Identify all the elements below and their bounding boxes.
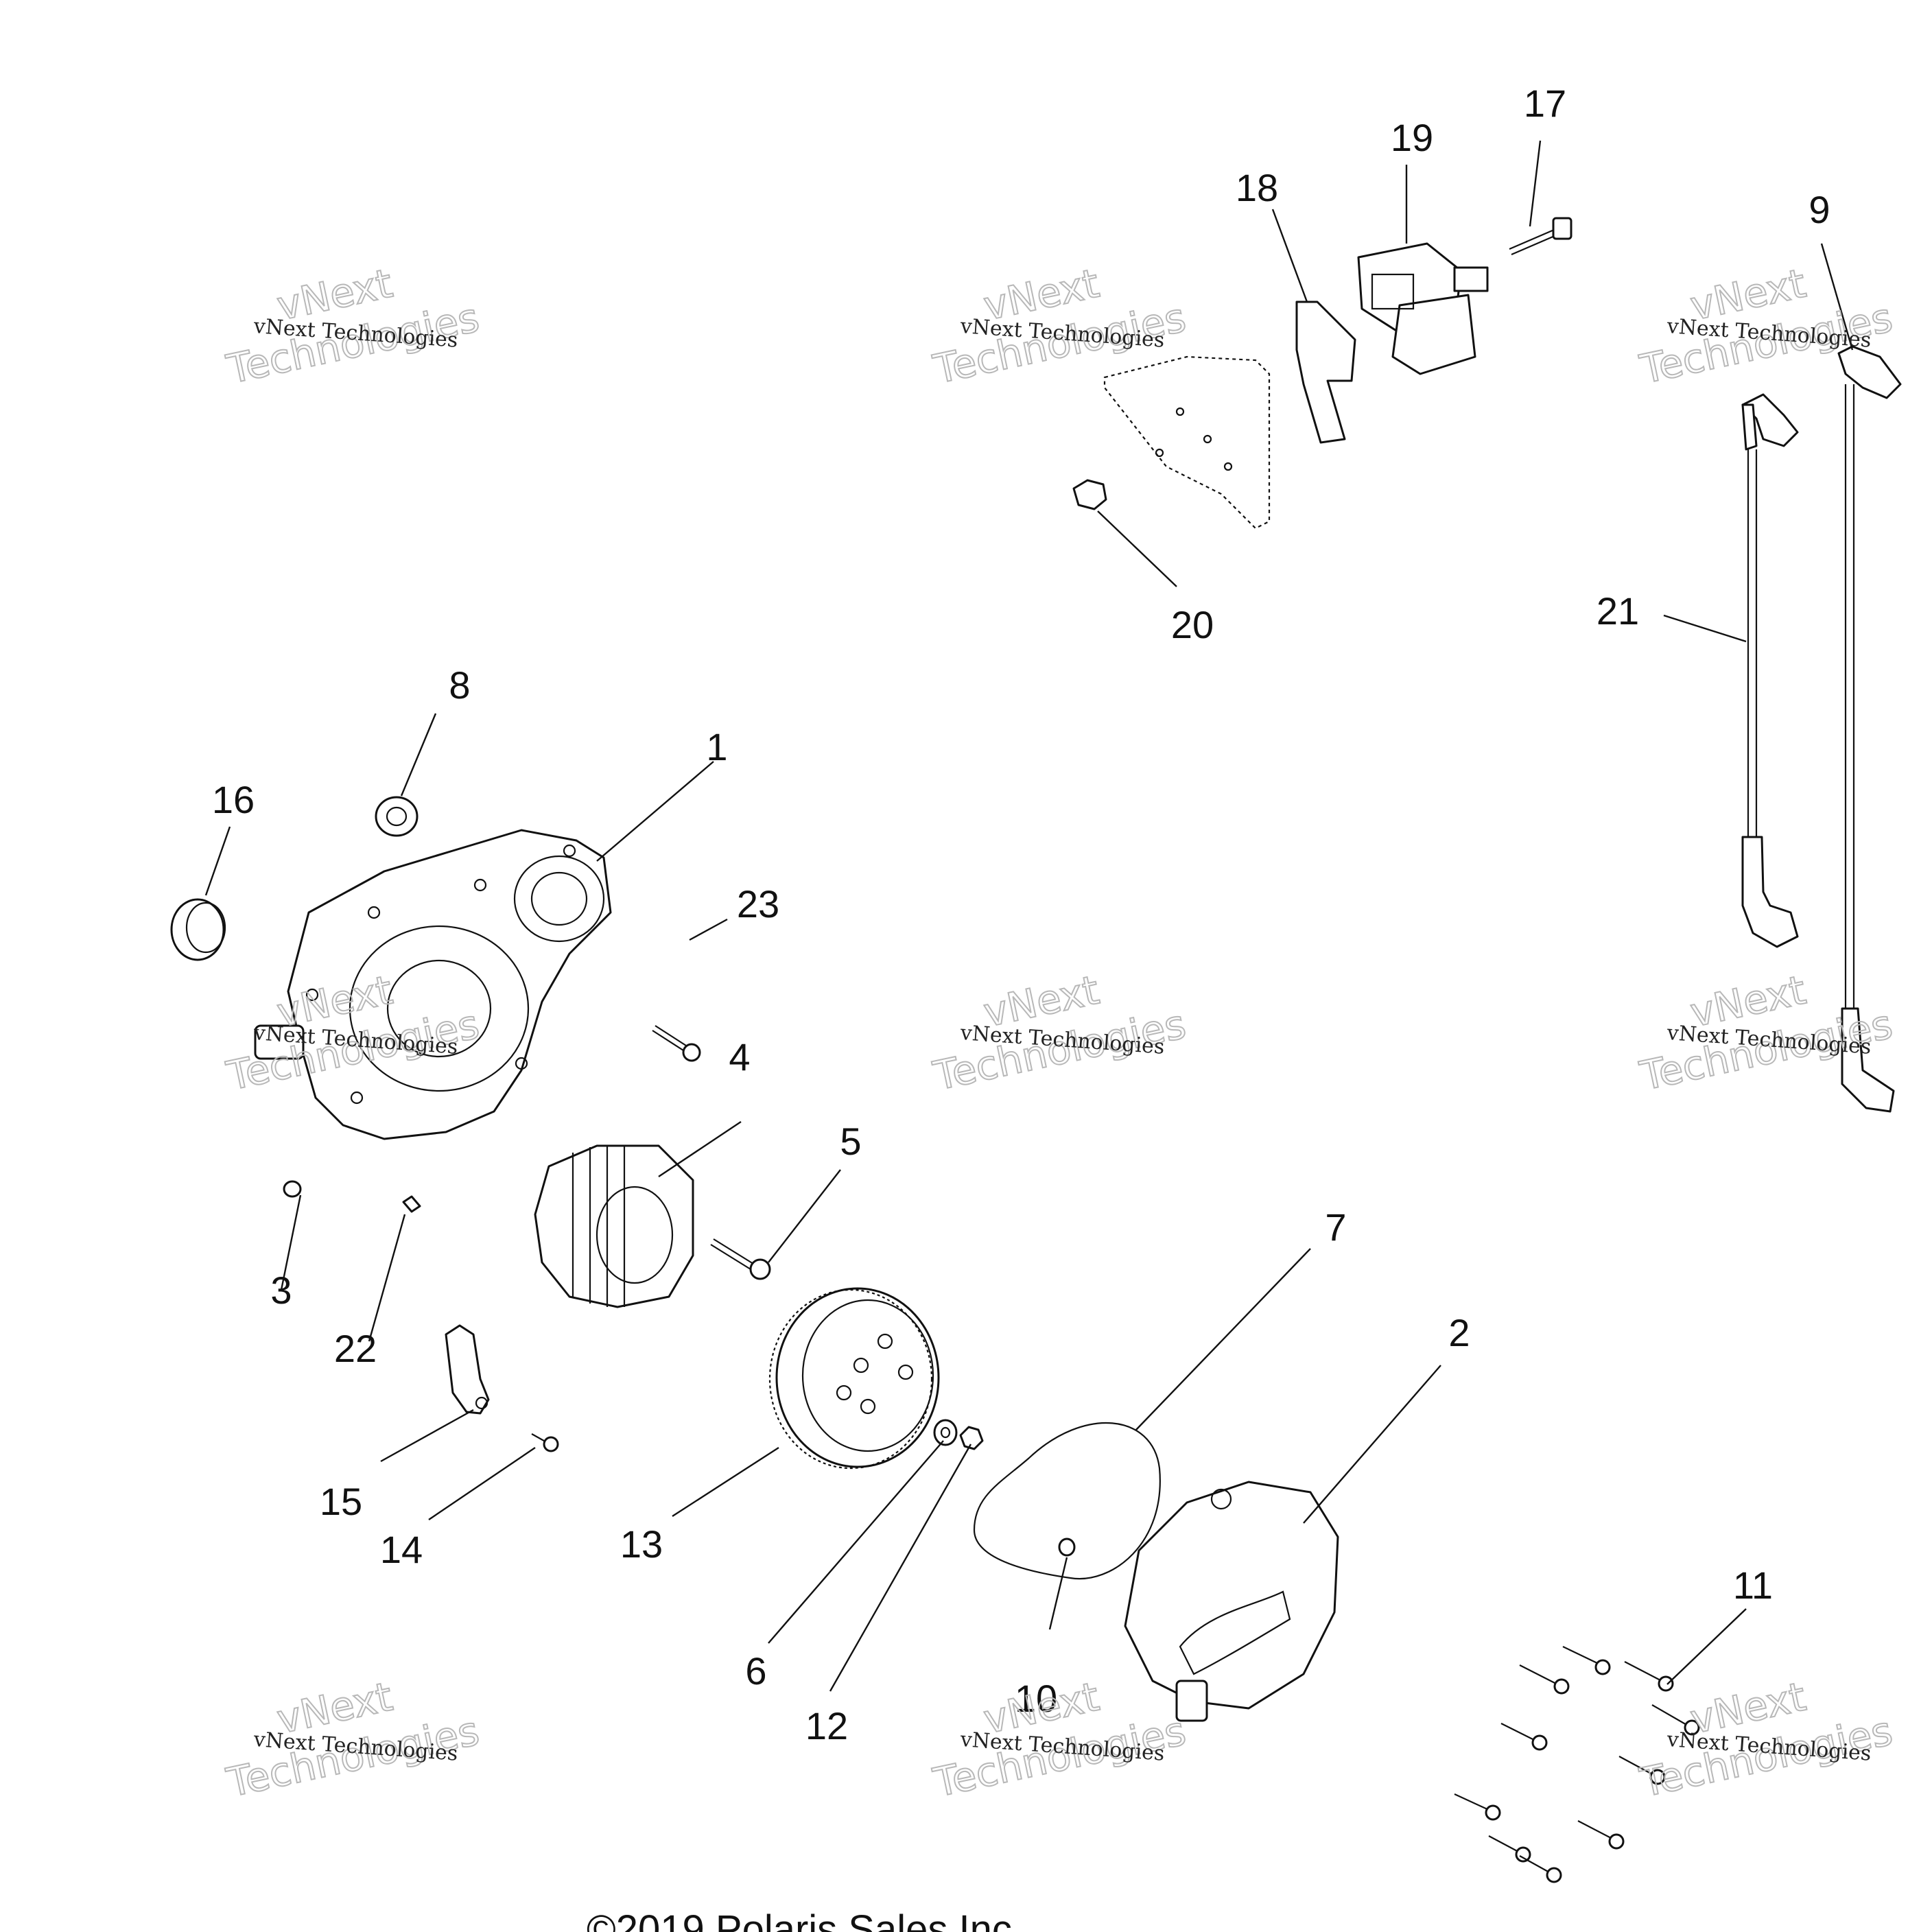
watermark: vNext Technologies vNext Technologies — [928, 1673, 1190, 1807]
part-2-cover — [1124, 1481, 1339, 1722]
watermark: vNext Technologies vNext Technologies — [928, 966, 1190, 1100]
part-16-cap — [170, 898, 226, 961]
part-1-housing — [254, 829, 612, 1140]
part-17-bolt — [1509, 217, 1572, 256]
part-9-lead — [1837, 345, 1902, 1113]
watermarks: vNext Technologies vNext Technologies vN… — [222, 259, 1897, 1807]
part-21-lead — [1741, 393, 1799, 948]
part-23-bolt — [652, 1025, 701, 1062]
part-22-pin — [402, 1195, 421, 1213]
watermark: vNext Technologies vNext Technologies — [222, 259, 484, 394]
callout-19: 19 — [1391, 116, 1433, 159]
callout-16: 16 — [212, 778, 255, 821]
part-4-stator — [534, 1144, 694, 1308]
part-14-screw — [531, 1433, 559, 1452]
bolt — [1519, 1664, 1570, 1695]
callout-20: 20 — [1171, 603, 1214, 646]
bolt — [1651, 1704, 1700, 1736]
callout-labels: 1 2 3 4 5 6 7 8 9 10 11 12 13 14 15 16 1… — [212, 82, 1830, 1747]
callout-17: 17 — [1524, 82, 1566, 125]
part-19-module — [1357, 242, 1489, 375]
callout-22: 22 — [334, 1327, 377, 1370]
callout-2: 2 — [1448, 1311, 1470, 1354]
copyright-text: ©2019 Polaris Sales Inc. — [587, 1907, 1023, 1932]
callout-12: 12 — [805, 1704, 848, 1747]
bolt — [1519, 1855, 1562, 1883]
part-11-bolts — [1454, 1646, 1700, 1883]
bolt — [1618, 1756, 1666, 1785]
callout-10: 10 — [1015, 1677, 1057, 1720]
part-8-seal — [375, 796, 419, 837]
callout-15: 15 — [320, 1480, 362, 1523]
callout-1: 1 — [706, 725, 727, 768]
callout-4: 4 — [729, 1035, 750, 1079]
callout-8: 8 — [449, 663, 470, 707]
bolt — [1624, 1661, 1674, 1692]
callout-21: 21 — [1597, 589, 1639, 633]
callout-3: 3 — [270, 1269, 292, 1312]
part-6-washer — [933, 1419, 958, 1446]
part-5-bolt — [710, 1238, 771, 1280]
leader-lines — [204, 140, 1854, 1692]
watermark: vNext Technologies vNext Technologies — [1635, 259, 1897, 394]
bolt — [1500, 1723, 1548, 1751]
callout-23: 23 — [737, 882, 779, 926]
part-15-bracket — [445, 1324, 490, 1415]
watermark: vNext Technologies vNext Technologies — [1635, 1673, 1897, 1807]
watermark: vNext Technologies vNext Technologies — [222, 1673, 484, 1807]
part-3-dowel — [283, 1180, 302, 1198]
part-18-clip — [1295, 301, 1356, 444]
mounting-plate — [1103, 355, 1271, 530]
callout-7: 7 — [1325, 1205, 1346, 1249]
bolt — [1454, 1793, 1501, 1821]
callout-9: 9 — [1809, 188, 1830, 231]
callout-11: 11 — [1733, 1564, 1773, 1607]
part-13-flywheel — [768, 1287, 940, 1470]
part-12-nut — [959, 1426, 984, 1450]
callout-18: 18 — [1236, 166, 1278, 209]
callout-5: 5 — [840, 1120, 861, 1163]
callout-14: 14 — [380, 1528, 423, 1571]
callout-13: 13 — [620, 1522, 663, 1566]
part-10-plug — [1058, 1538, 1076, 1557]
callout-6: 6 — [745, 1649, 766, 1693]
bolt — [1488, 1835, 1531, 1863]
watermark: vNext Technologies vNext Technologies — [928, 259, 1190, 394]
bolt — [1577, 1820, 1625, 1850]
bolt — [1562, 1646, 1611, 1675]
part-20-nut — [1072, 479, 1107, 510]
part-7-gasket — [973, 1422, 1161, 1580]
